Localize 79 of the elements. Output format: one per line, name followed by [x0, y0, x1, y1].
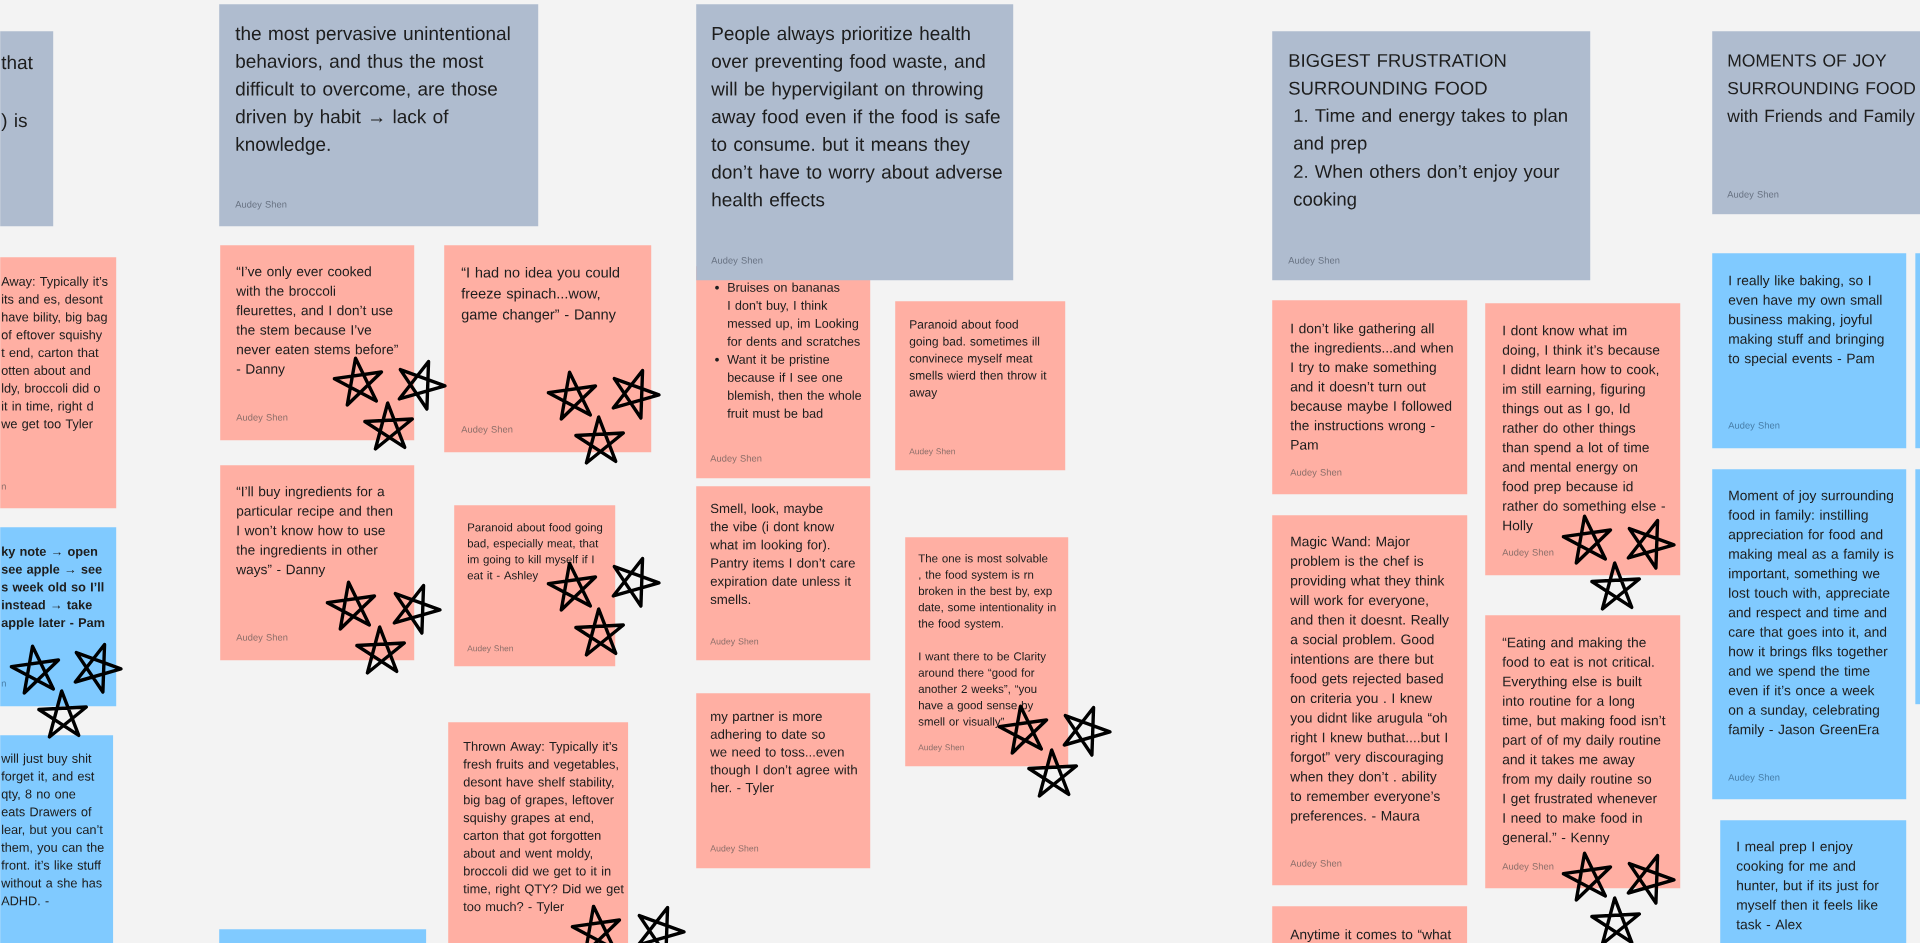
- sticky-note: [444, 245, 652, 453]
- note-text: “I had no idea you could freeze spinach...wow, game changer” - Danny: [461, 266, 620, 323]
- author-name: Audey Shen: [1290, 468, 1342, 478]
- author-name: Audey Shen: [235, 200, 287, 210]
- sticky-note: [895, 301, 1066, 471]
- sticky-note: [1485, 303, 1681, 576]
- sticky-note: [1485, 615, 1681, 889]
- heading-text: People always prioritize health over preventing food waste, and will be hypervigilant on throwing away food even if the food is safe to consume. but it means they don’t have to worry about adverse health effects: [711, 26, 1002, 207]
- author-name: Audey Shen: [710, 638, 759, 647]
- note-text: ky note → open see apple → see s week old so I’ll instead → take apple later - Pam: [1, 546, 105, 630]
- author-name: Audey Shen: [1728, 421, 1780, 431]
- heading-note: [0, 31, 54, 227]
- note-text: Paranoid about food going bad, especially meat, that im going to kill myself if I eat it - Ashley: [467, 523, 603, 582]
- bullet-text: Bruises on bananas I don't buy, I think messed up, im Looking for dents and scratches: [727, 282, 860, 346]
- heading-text: MOMENTS OF JOY SURROUNDING FOOD with Friends and Family: [1727, 54, 1915, 126]
- note-text: I want there to be Clarity around there “good for another 2 weeks”, “you have a good sense by smell or visually”: [918, 652, 1046, 728]
- sticky-note: [1720, 820, 1907, 943]
- heading-note: [696, 4, 1014, 281]
- note-text: “I’ll buy ingredients for a particular recipe and then I won’t know how to use the ingredients in other ways” - Danny: [236, 486, 393, 577]
- author-name: Audey Shen: [467, 645, 513, 653]
- author-name: Audey Shen: [1502, 548, 1554, 558]
- author-name: Audey Shen: [1288, 256, 1340, 266]
- sticky-note: [219, 929, 427, 943]
- note-text: “I’ve only ever cooked with the broccoli fleurettes, and I don’t use the stem because I’ve never eaten stems before” - Danny: [236, 266, 398, 377]
- sticky-note: [0, 735, 114, 943]
- note-text: Anytime it comes to “what: [1290, 929, 1452, 943]
- note-text: Smell, look, maybe the vibe (i dont know what im looking for). Pantry items I don’t care expiration date unless it smells.: [710, 503, 855, 605]
- author-name: n: [1, 681, 6, 687]
- sticky-note: [905, 537, 1069, 767]
- heading-text: that ) is: [1, 55, 33, 131]
- heading-note: [219, 4, 539, 227]
- heading-note: [1712, 31, 1920, 215]
- note-text: Magic Wand: Major problem is the chef is providing what they think will work for everyone, and then it doesnt. Really a social problem. Good intentions are there but food gets rejected based on criteria you . I knew you didnt like arugula “oh right I knew buthat....but I forgot” very discouraging when they don’t . ability to remember everyone’s preferences. - Maura: [1290, 536, 1449, 824]
- list-item: 2. When others don’t enjoy your cooking: [1294, 164, 1560, 210]
- note-text: will just buy shit forget it, and est qty, 8 no one eats Drawers of lear, but you can’t them, you can the front. it’s like stuff without a she has ADHD. -: [1, 753, 104, 906]
- sticky-note: [220, 465, 415, 661]
- note-text: The one is most solvable , the food system is rn broken in the best by, exp date, some intentionality in the food system.: [918, 554, 1056, 630]
- author-name: Audey Shen: [236, 633, 288, 643]
- heading-text: the most pervasive unintentional behaviors, and thus the most difficult to overcome, are those driven by habit → lack of knowledge.: [235, 26, 510, 155]
- author-name: Audey Shen: [236, 413, 288, 423]
- author-name: n: [1, 484, 6, 490]
- bullet-text: Want it be pristine because if I see one blemish, then the whole fruit must be bad: [727, 354, 862, 418]
- note-text: Thrown Away: Typically it’s fresh fruits and vegetables, desont have shelf stability, big bag of grapes, leftover squishy grapes at end, carton that got forgotten about and went moldy, broccoli did we get to it in time, right QTY? Did we get too much? - Tyler: [463, 741, 624, 914]
- author-name: Audey Shen: [710, 845, 759, 854]
- note-text: I dont know what im doing, I think it’s because I didnt learn how to cook, im still earning, figuring things out as I go, Id rather do other things than spend a lot of time and mental energy on food prep because id rather do something else - Holly: [1502, 325, 1665, 534]
- author-name: Audey Shen: [1727, 190, 1779, 200]
- author-name: Audey Shen: [1728, 773, 1780, 783]
- note-text: I really like baking, so I even have my own small business making, joyful making stuff and bringing to special events - Pam: [1728, 275, 1884, 367]
- note-text: my partner is more adhering to date so we need to toss...even though I don’t agree with her. - Tyler: [710, 711, 857, 795]
- note-text: “Eating and making the food to eat is not critical. Everything else is built into routine for a long time, but making food isn’t part of of my daily routine and it takes me away from my daily routine so I get frustrated whenever I need to make food in general.” - Kenny: [1502, 637, 1666, 846]
- sticky-note: [1272, 300, 1468, 495]
- sticky-note: [1712, 253, 1907, 449]
- note-text: Paranoid about food going bad. sometimes ill convinece myself meat smells wierd then throw it away: [909, 319, 1047, 399]
- sticky-note: [1272, 906, 1468, 943]
- author-name: Audey Shen: [918, 744, 964, 752]
- sticky-note: [1915, 469, 1920, 705]
- sticky-note: [0, 527, 117, 707]
- author-name: Audey Shen: [1290, 859, 1342, 869]
- heading-note: [1272, 31, 1591, 281]
- author-name: Audey Shen: [909, 448, 955, 456]
- sticky-note: [696, 486, 871, 661]
- author-name: Audey Shen: [461, 425, 513, 435]
- author-name: Audey Shen: [710, 454, 762, 464]
- list-item: 1. Time and energy takes to plan and prep: [1294, 108, 1567, 154]
- author-name: Audey Shen: [1502, 862, 1554, 872]
- note-text: I don’t like gathering all the ingredients...and when I try to make something and it doesn’t turn out because maybe I followed the instructions wrong - Pam: [1290, 323, 1453, 450]
- sticky-note: [696, 693, 871, 869]
- sticky-note: [0, 257, 117, 509]
- sticky-note: [454, 505, 616, 667]
- sticky-note: [448, 722, 629, 943]
- sticky-note: [1712, 469, 1907, 800]
- heading-text: BIGGEST FRUSTRATION SURROUNDING FOOD: [1289, 53, 1506, 95]
- sticky-note: [1272, 515, 1468, 886]
- sticky-note: [220, 245, 415, 441]
- sticky-note: [1915, 253, 1920, 449]
- note-text: Away: Typically it’s its and es, desont have bility, big bag of eftover squishy t end, carton that otten about and ldy, broccoli did o it in time, right d we get too Tyler: [1, 276, 108, 431]
- author-name: Audey Shen: [711, 256, 763, 266]
- note-text: I meal prep I enjoy cooking for me and hunter, but if its just for myself then it feels like task - Alex: [1736, 841, 1879, 930]
- note-text: Moment of joy surrounding food in family: instilling appreciation for food and making meal as a family is important, something we lost touch with, appreciate and respect and time and care that goes into it, and how it brings flks together and we spend the time even if it’s once a week on a sunday, celebrating family - Jason GreenEra: [1728, 490, 1894, 738]
